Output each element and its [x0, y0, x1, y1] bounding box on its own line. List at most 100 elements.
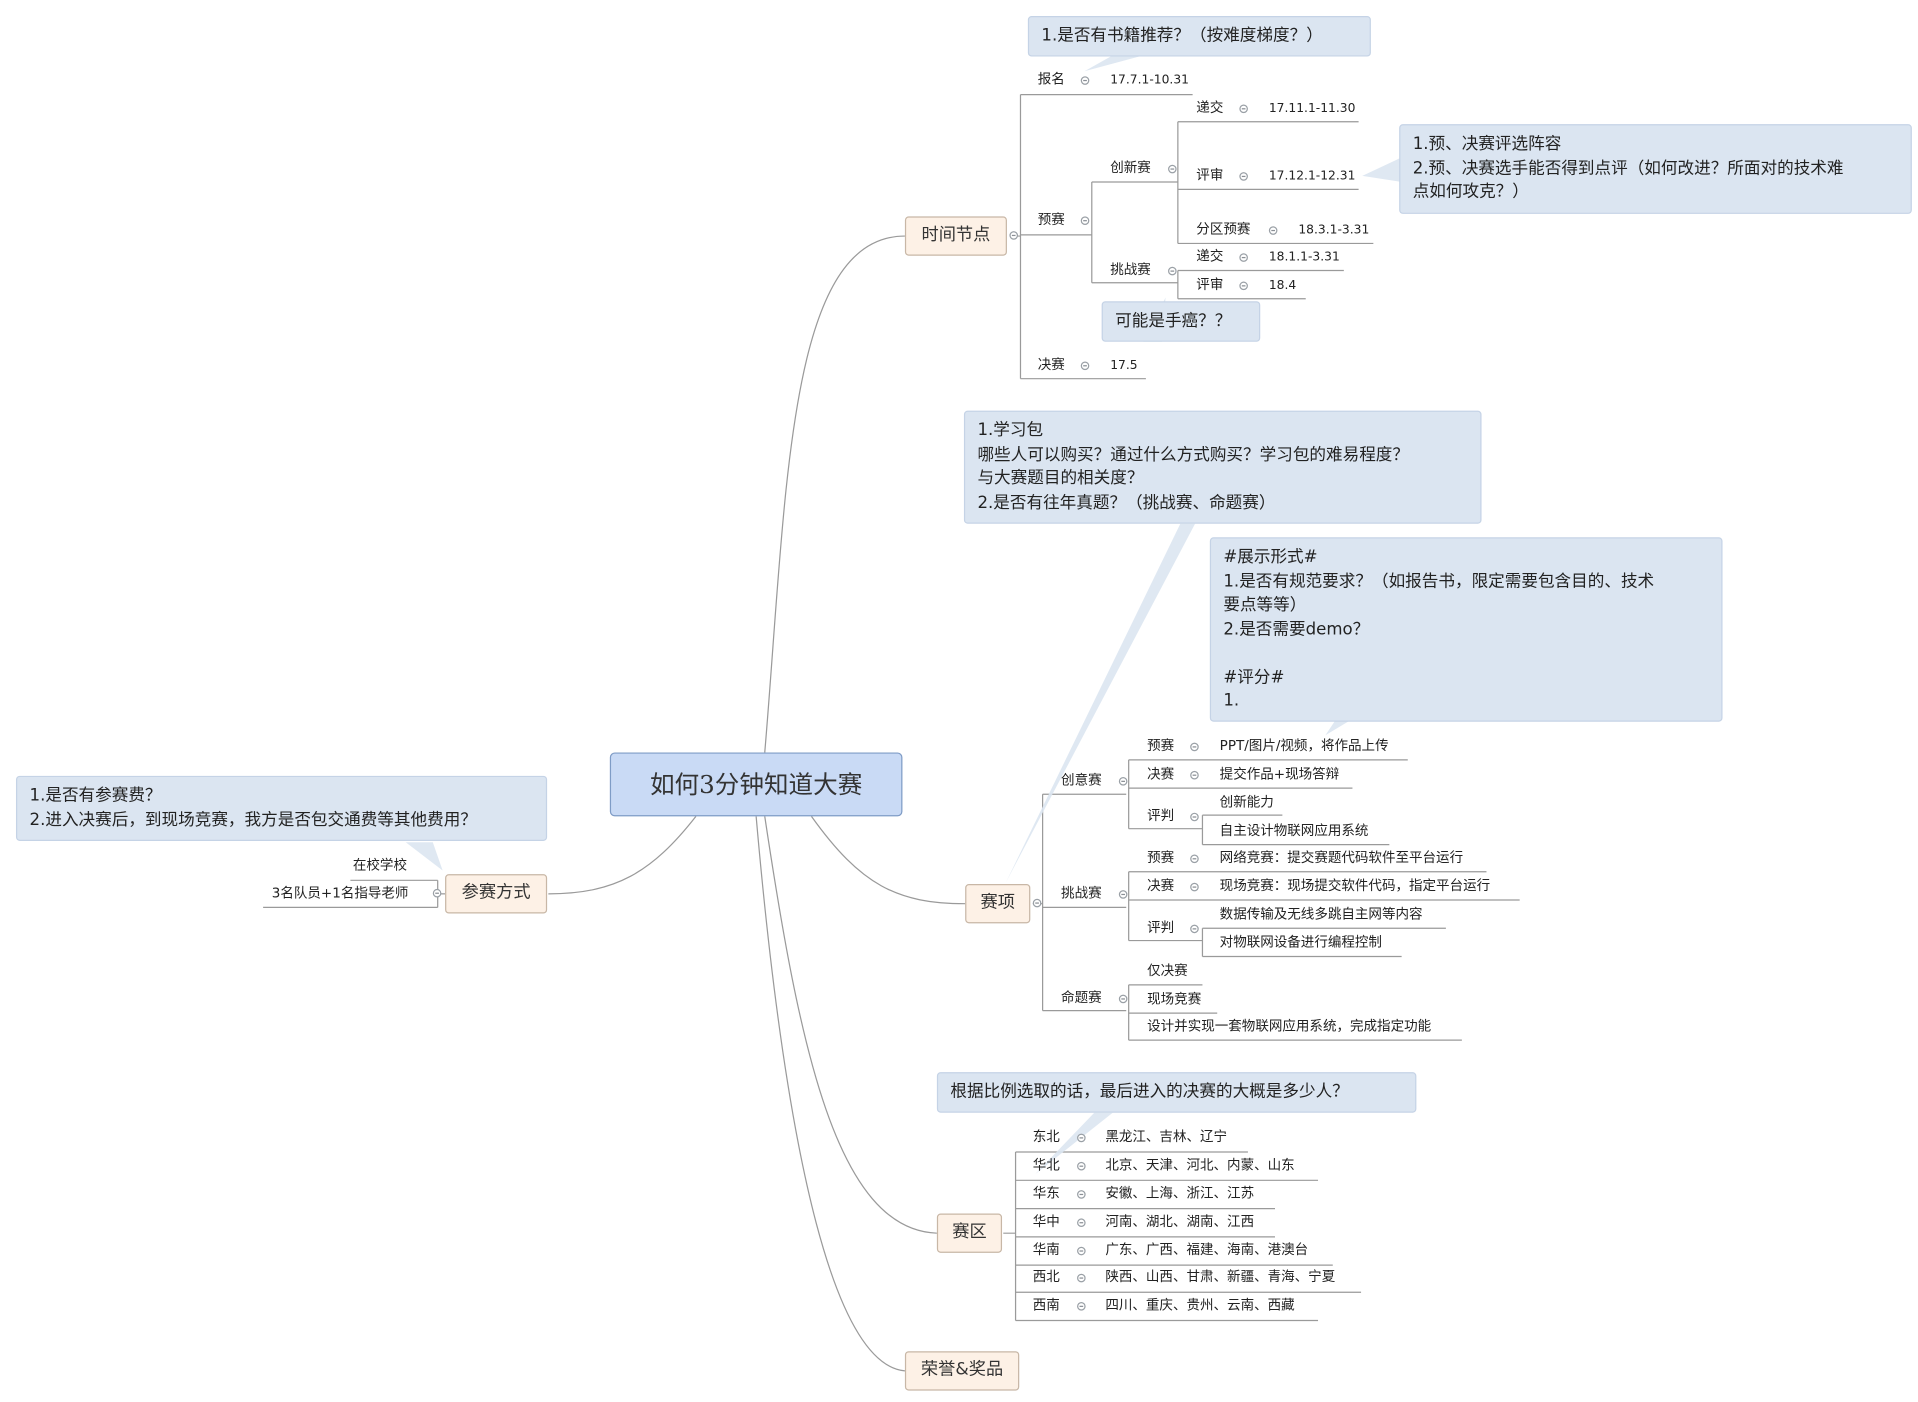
collapse-icon[interactable] [1080, 361, 1090, 371]
node-proposition-item[interactable]: 仅决赛 [1147, 962, 1188, 979]
node-challenge-review[interactable]: 评审 [1196, 276, 1224, 293]
node-innovation-review[interactable]: 评审 [1196, 167, 1224, 184]
topic-regions[interactable]: 赛区 [936, 1213, 1003, 1253]
region-provinces[interactable]: 陕西、山西、甘肃、新疆、青海、宁夏 [1105, 1268, 1336, 1285]
collapse-icon[interactable] [1118, 890, 1128, 899]
node-creative-judging-item[interactable]: 创新能力 [1219, 794, 1274, 811]
collapse-icon[interactable] [1077, 1302, 1086, 1311]
region-name[interactable]: 华北 [1032, 1156, 1060, 1173]
note-line: 1.预、决赛评选阵容 [1412, 134, 1562, 154]
region-name[interactable]: 华南 [1032, 1241, 1060, 1258]
node-challenge-final[interactable]: 决赛 [1147, 877, 1175, 894]
node-creative-final[interactable]: 决赛 [1147, 765, 1175, 782]
node-creative-final-desc[interactable]: 提交作品+现场答辩 [1219, 765, 1340, 782]
collapse-icon[interactable] [1077, 1218, 1086, 1228]
note-typo[interactable]: 可能是手癌？？ [1101, 301, 1261, 342]
node-challenge-prelim-desc[interactable]: 网络竞赛：提交赛题代码软件至平台运行 [1219, 849, 1464, 866]
region-name[interactable]: 西北 [1032, 1268, 1060, 1285]
node-innovation-submit-date[interactable]: 17.11.1-11.30 [1268, 102, 1356, 116]
topic-events[interactable]: 赛项 [965, 884, 1031, 924]
note-line: #评分# [1223, 667, 1285, 687]
node-challenge-judging-item[interactable]: 对物联网设备进行编程控制 [1219, 934, 1382, 951]
collapse-icon[interactable] [1168, 164, 1177, 174]
region-provinces[interactable]: 四川、重庆、贵州、云南、西藏 [1105, 1297, 1295, 1314]
collapse-icon[interactable] [1239, 253, 1248, 262]
region-name[interactable]: 华中 [1032, 1213, 1060, 1230]
collapse-icon[interactable] [1239, 281, 1248, 291]
region-name[interactable]: 西南 [1032, 1297, 1060, 1314]
node-creative[interactable]: 创意赛 [1061, 772, 1102, 789]
node-signup[interactable]: 报名 [1037, 71, 1065, 88]
note-study-package[interactable]: 1.学习包 哪些人可以购买？通过什么方式购买？学习包的难易程度？ 与大赛题目的相… [963, 410, 1482, 524]
collapse-icon[interactable] [1077, 1190, 1086, 1199]
node-challenge-judging[interactable]: 评判 [1147, 919, 1175, 936]
node-proposition[interactable]: 命题赛 [1061, 989, 1102, 1006]
node-participation-item[interactable]: 3名队员+1名指导老师 [271, 885, 409, 902]
region-name[interactable]: 东北 [1032, 1128, 1060, 1145]
note-books[interactable]: 1.是否有书籍推荐？（按难度梯度？） [1027, 15, 1371, 57]
collapse-icon[interactable] [432, 888, 442, 898]
note-line: 2.预、决赛选手能否得到点评（如何改进？所面对的技术难 [1412, 157, 1844, 178]
node-challenge-judging-item[interactable]: 数据传输及无线多跳自主网等内容 [1219, 906, 1423, 923]
collapse-icon[interactable] [1239, 104, 1248, 114]
node-challenge-review-date[interactable]: 18.4 [1268, 279, 1297, 293]
node-participation-item[interactable]: 在校学校 [352, 856, 407, 873]
region-provinces[interactable]: 北京、天津、河北、内蒙、山东 [1105, 1156, 1295, 1173]
collapse-icon[interactable] [1080, 76, 1090, 85]
node-final[interactable]: 决赛 [1037, 356, 1065, 373]
collapse-icon[interactable] [1190, 770, 1199, 780]
node-innovation-regional-date[interactable]: 18.3.1-3.31 [1298, 223, 1370, 238]
collapse-icon[interactable] [1190, 812, 1199, 822]
node-creative-prelim[interactable]: 预赛 [1147, 737, 1175, 754]
topic-timeline[interactable]: 时间节点 [904, 216, 1007, 256]
node-signup-date[interactable]: 17.7.1-10.31 [1110, 73, 1189, 88]
node-proposition-item[interactable]: 现场竞赛 [1147, 990, 1202, 1007]
collapse-icon[interactable] [1118, 994, 1128, 1004]
note-display-form[interactable]: #展示形式# 1.是否有规范要求？（如报告书，限定需要包含目的、技术 要点等等）… [1209, 537, 1723, 722]
collapse-icon[interactable] [1268, 226, 1278, 235]
region-provinces[interactable]: 河南、湖北、湖南、江西 [1105, 1213, 1255, 1230]
node-creative-prelim-desc[interactable]: PPT/图片/视频，将作品上传 [1219, 737, 1389, 754]
collapse-icon[interactable] [1190, 854, 1199, 864]
central-topic[interactable]: 如何3分钟知道大赛 [609, 752, 903, 817]
node-creative-judging[interactable]: 评判 [1147, 807, 1175, 824]
note-line: 2.是否需要demo？ [1223, 619, 1370, 639]
note-judges[interactable]: 1.预、决赛评选阵容 2.预、决赛选手能否得到点评（如何改进？所面对的技术难 点… [1399, 124, 1912, 214]
collapse-icon[interactable] [1077, 1246, 1086, 1256]
node-challenge-prelim[interactable]: 预赛 [1147, 849, 1175, 866]
collapse-icon[interactable] [1077, 1273, 1086, 1283]
topic-honors[interactable]: 荣誉&奖品 [904, 1351, 1020, 1391]
note-finalists[interactable]: 根据比例选取的话，最后进入的决赛的大概是多少人？ [936, 1072, 1417, 1113]
collapse-icon[interactable] [1032, 898, 1042, 908]
collapse-icon[interactable] [1190, 924, 1199, 934]
node-innovation-regional[interactable]: 分区预赛 [1196, 221, 1251, 238]
node-innovation-submit[interactable]: 递交 [1196, 99, 1224, 116]
node-innovation[interactable]: 创新赛 [1110, 159, 1151, 176]
node-challenge[interactable]: 挑战赛 [1110, 261, 1151, 278]
collapse-icon[interactable] [1190, 882, 1199, 892]
node-proposition-item[interactable]: 设计并实现一套物联网应用系统，完成指定功能 [1147, 1018, 1432, 1035]
node-challenge-submit[interactable]: 递交 [1196, 248, 1224, 265]
node-challenge-submit-date[interactable]: 18.1.1-3.31 [1268, 250, 1340, 265]
node-final-date[interactable]: 17.5 [1110, 359, 1138, 373]
collapse-icon[interactable] [1080, 216, 1090, 225]
node-innovation-review-date[interactable]: 17.12.1-12.31 [1268, 169, 1356, 184]
note-fees[interactable]: 1.是否有参赛费？ 2.进入决赛后，到现场竞赛，我方是否包交通费等其他费用？ [15, 775, 548, 841]
region-name[interactable]: 华东 [1032, 1185, 1060, 1202]
topic-participation[interactable]: 参赛方式 [445, 874, 548, 914]
collapse-icon[interactable] [1077, 1133, 1086, 1143]
collapse-icon[interactable] [1190, 742, 1199, 752]
region-provinces[interactable]: 广东、广西、福建、海南、港澳台 [1105, 1241, 1309, 1258]
collapse-icon[interactable] [1009, 231, 1019, 240]
region-provinces[interactable]: 黑龙江、吉林、辽宁 [1105, 1128, 1228, 1145]
collapse-icon[interactable] [1239, 172, 1248, 181]
collapse-icon[interactable] [1168, 266, 1177, 276]
node-challenge-event[interactable]: 挑战赛 [1061, 885, 1102, 902]
node-challenge-final-desc[interactable]: 现场竞赛：现场提交软件代码，指定平台运行 [1219, 877, 1491, 894]
region-provinces[interactable]: 安徽、上海、浙江、江苏 [1105, 1185, 1255, 1202]
note-line: 2.是否有往年真题？（挑战赛、命题赛） [977, 492, 1276, 513]
collapse-icon[interactable] [1118, 777, 1128, 786]
node-prelim[interactable]: 预赛 [1037, 211, 1065, 228]
node-creative-judging-item[interactable]: 自主设计物联网应用系统 [1219, 822, 1369, 839]
collapse-icon[interactable] [1077, 1161, 1086, 1171]
